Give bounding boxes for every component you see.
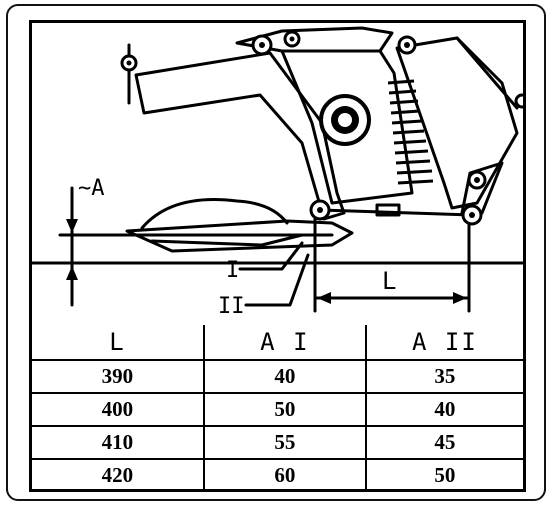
adjustment-diagram: ~A I II L	[32, 26, 523, 319]
cell-l: 420	[32, 458, 205, 491]
header-a-1: A I	[202, 325, 367, 361]
cutter-bar	[125, 219, 354, 253]
turnbuckle	[375, 203, 401, 217]
cell-a-1: 40	[202, 359, 367, 394]
cell-a-1: 50	[202, 392, 367, 427]
cell-a-1: 60	[202, 458, 367, 491]
cutter-head	[140, 198, 289, 230]
pivot-far-right	[514, 93, 523, 109]
label-position-2: II	[218, 294, 245, 319]
label-approx-a: ~A	[78, 176, 105, 201]
leader-position-1	[238, 241, 304, 271]
cell-a-2: 40	[364, 392, 523, 427]
arrow-a-up	[66, 266, 78, 280]
header-l: L	[32, 325, 205, 361]
arrow-a-down	[66, 219, 78, 233]
table-header-row: L A I A II	[32, 325, 523, 361]
cell-a-2: 45	[364, 425, 523, 460]
frame-strut	[455, 36, 519, 110]
arrow-l-left	[317, 292, 331, 304]
swing-arm	[134, 51, 346, 221]
cutter-blade	[150, 233, 304, 247]
table-row: 390 40 35	[32, 359, 523, 394]
cell-a-2: 50	[364, 458, 523, 491]
compression-spring	[387, 79, 434, 185]
header-a-2: A II	[364, 325, 523, 361]
gearbox-flange	[319, 94, 371, 146]
table-row: 400 50 40	[32, 392, 523, 427]
cell-l: 400	[32, 392, 205, 427]
table-row: 410 55 45	[32, 425, 523, 460]
gearbox-housing	[280, 49, 414, 205]
arrow-l-right	[453, 292, 467, 304]
spec-table: L A I A II 390 40 35 400 50 40 410 55 45…	[32, 325, 523, 491]
leader-position-2	[244, 253, 310, 307]
label-position-1: I	[226, 258, 239, 283]
outer-frame	[6, 4, 546, 501]
label-length: L	[382, 267, 396, 295]
table-row: 420 60 50	[32, 458, 523, 491]
cell-a-1: 55	[202, 425, 367, 460]
top-link	[318, 208, 474, 217]
cell-a-2: 35	[364, 359, 523, 394]
cell-l: 410	[32, 425, 205, 460]
cell-l: 390	[32, 359, 205, 394]
